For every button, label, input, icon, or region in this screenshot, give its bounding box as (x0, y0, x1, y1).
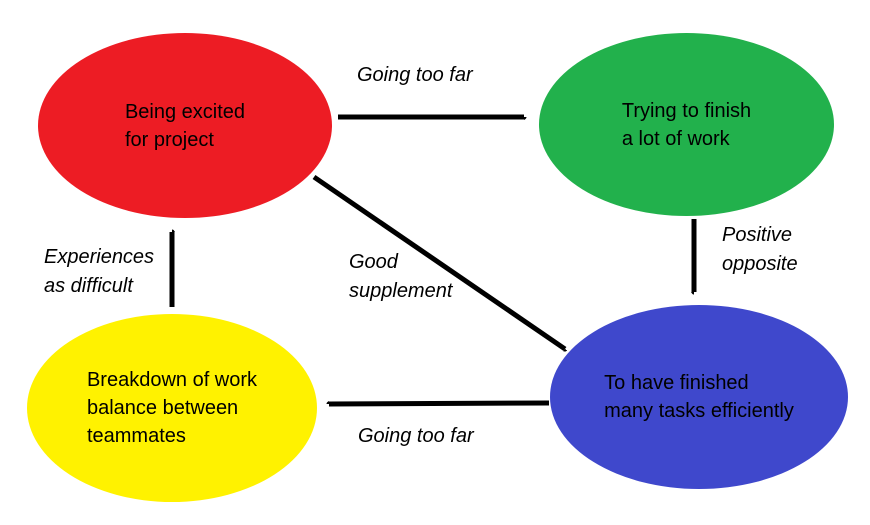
node-being-excited-label: Being excited for project (124, 100, 246, 151)
node-finished-many-tasks-label: To have finished many tasks efficiently (604, 372, 794, 422)
arrow-finished-to-breakdown (329, 403, 550, 407)
node-breakdown-of-work: Breakdown of work balance between teamma… (27, 314, 317, 502)
node-trying-to-finish-label: Trying to finish a lot of work (621, 99, 752, 150)
edge-label-experiences-as-difficult: Experiences as difficult (44, 246, 155, 297)
node-being-excited: Being excited for project (38, 33, 332, 218)
node-breakdown-of-work-label: Breakdown of work balance between teamma… (86, 369, 258, 447)
node-finished-many-tasks: To have finished many tasks efficiently (550, 305, 848, 489)
arrow-excited-to-finished (312, 174, 565, 349)
edge-label-positive-opposite: Positive opposite (722, 224, 798, 275)
edge-label-good-supplement: Good supplement (349, 251, 453, 302)
edge-label-going-too-far-top: Going too far (357, 64, 473, 86)
edge-label-going-too-far-bottom: Going too far (358, 425, 474, 447)
node-trying-to-finish: Trying to finish a lot of work (539, 33, 834, 216)
